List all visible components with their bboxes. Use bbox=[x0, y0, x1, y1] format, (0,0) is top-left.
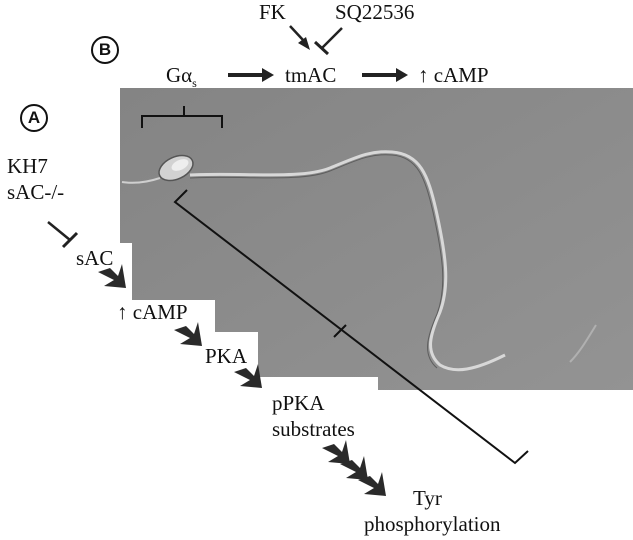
panel-b-badge: B bbox=[91, 36, 119, 64]
arrow-tmac-camp-head bbox=[396, 68, 408, 82]
arrow-fk-head bbox=[298, 37, 310, 50]
tyr-label: Tyr bbox=[413, 486, 442, 510]
arrow-camp-pka bbox=[174, 322, 202, 346]
arrow-pka-ppka bbox=[234, 364, 262, 388]
flagellum-bracket bbox=[173, 189, 529, 465]
pka-label: PKA bbox=[205, 344, 248, 368]
head-brace bbox=[141, 106, 223, 128]
sperm-flagellum-shadow bbox=[189, 154, 444, 369]
galpha-text: Gα bbox=[166, 63, 193, 87]
ppka-substrates-label: substrates bbox=[272, 417, 355, 441]
arrow-galpha-tmac-head bbox=[262, 68, 274, 82]
tyr-phosphorylation-label: phosphorylation bbox=[364, 512, 501, 536]
kh7-label: KH7 bbox=[7, 154, 48, 178]
camp-b-label: ↑ cAMP bbox=[418, 63, 489, 87]
inhibit-kh7-line bbox=[47, 221, 71, 241]
camp-a-label: ↑ cAMP bbox=[117, 300, 188, 324]
sac-knockout-label: sAC-/- bbox=[7, 180, 65, 204]
sq22536-label: SQ22536 bbox=[335, 0, 415, 24]
ppka-label: pPKA bbox=[272, 391, 325, 415]
micrograph-background bbox=[120, 88, 633, 390]
galpha-label: Gαs bbox=[166, 64, 197, 94]
inhibit-sq-bar bbox=[313, 40, 330, 56]
fk-label: FK bbox=[259, 0, 286, 24]
sperm-head-highlight bbox=[171, 159, 189, 171]
sac-label: sAC bbox=[76, 246, 114, 270]
debris-right bbox=[569, 324, 597, 363]
tmac-label: tmAC bbox=[285, 63, 337, 87]
inhibit-kh7-bar bbox=[61, 231, 79, 249]
arrow-fk-shaft bbox=[289, 25, 304, 41]
inhibit-sq-line bbox=[321, 27, 343, 49]
arrow-sac-camp bbox=[98, 264, 126, 288]
bracket-tick bbox=[333, 324, 347, 338]
debris-left bbox=[121, 177, 161, 184]
panel-a-badge: A bbox=[20, 104, 48, 132]
galpha-subscript: s bbox=[192, 76, 197, 91]
sperm-flagellum bbox=[189, 150, 506, 372]
arrow-ppka-tyr bbox=[322, 440, 386, 496]
